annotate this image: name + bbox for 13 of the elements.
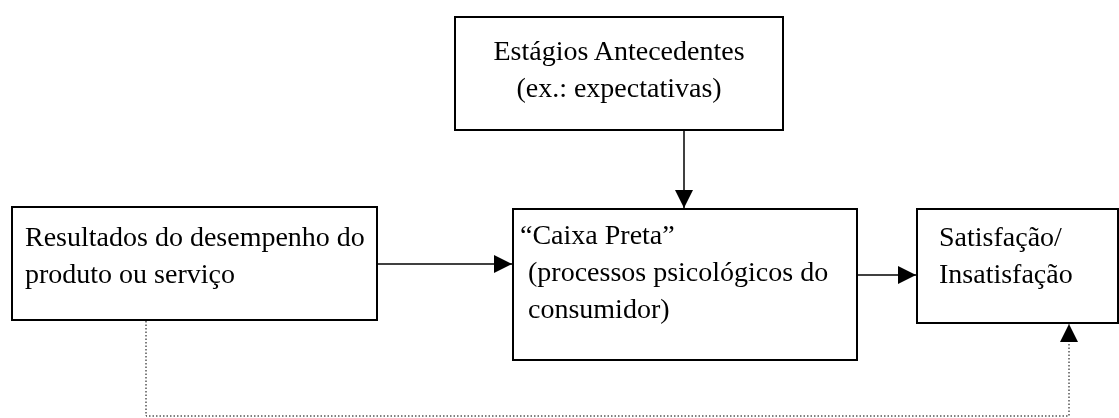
- arrow: [675, 130, 693, 209]
- process-box: [11, 206, 378, 321]
- process-box: [512, 208, 858, 361]
- process-box: [454, 16, 784, 131]
- box-text: Resultados do desempenho do produto ou serviço: [25, 220, 366, 291]
- box-text: “Caixa Preta”: [520, 218, 676, 252]
- arrow: [145, 320, 1078, 417]
- box-text: Estágios Antecedentes (ex.: expectativas): [492, 34, 746, 105]
- process-box: [916, 208, 1119, 324]
- arrow: [857, 266, 917, 284]
- box-text: (processos psicológicos do consumidor): [527, 255, 830, 326]
- arrow: [377, 255, 513, 273]
- box-text: Satisfação/ Insatisfação: [939, 220, 1074, 291]
